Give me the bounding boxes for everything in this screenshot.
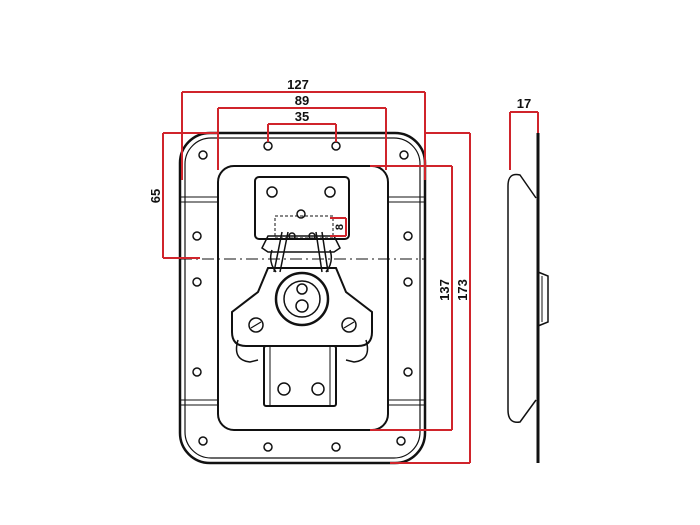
dimension-labels: 127 89 35 65 8 137 173 17 — [148, 77, 531, 301]
dim-inner-width: 89 — [295, 93, 309, 108]
flange-ribs — [180, 196, 425, 406]
center-boss-ring — [283, 280, 321, 318]
dim-inner-height: 137 — [437, 279, 452, 301]
dim-hole-spacing: 35 — [295, 109, 309, 124]
dim-overall-height: 173 — [455, 279, 470, 301]
rivet-left — [248, 317, 264, 333]
latch-arms — [261, 231, 341, 273]
dimension-lines — [162, 91, 539, 464]
outer-plate — [178, 131, 427, 465]
dim-depth: 17 — [517, 96, 531, 111]
butterfly-handle — [231, 267, 373, 363]
center-boss-outer — [274, 271, 330, 327]
dim-overall-width: 127 — [287, 77, 309, 92]
dim-side-offset: 65 — [148, 189, 163, 203]
top-bracket — [254, 176, 350, 240]
outer-plate-inner-edge — [184, 137, 421, 459]
recessed-dish — [217, 165, 389, 431]
rivet-right — [341, 317, 357, 333]
bottom-strike-plate — [263, 345, 337, 407]
center-boss-hole-top — [296, 283, 308, 295]
mounting-holes — [192, 141, 413, 452]
front-view — [178, 131, 427, 465]
side-view — [507, 133, 549, 463]
dim-small-offset: 8 — [334, 224, 346, 230]
center-boss-hole-bottom — [295, 299, 309, 313]
